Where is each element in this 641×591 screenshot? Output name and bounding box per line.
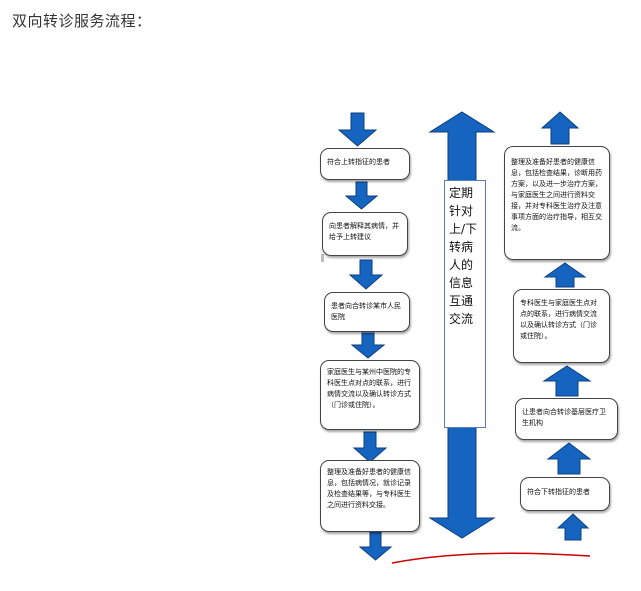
left-step-1: 符合上转指征的患者 [320,148,410,180]
down-arrow-5 [352,431,388,463]
down-arrow-6 [358,531,393,561]
page-title: 双向转诊服务流程： [12,12,152,30]
down-arrow-4 [350,332,386,359]
down-arrow-2 [344,181,379,210]
right-step-2: 专科医生与家庭医生点对点的联系，进行病情交流以及确认转诊方式（门诊或住院）。 [513,289,610,363]
down-arrow-3 [348,259,384,290]
up-arrow-3 [542,365,592,397]
left-step-4: 家庭医生与某州中医院的专科医生点对点的联系，进行病情交流以及确认转诊方式（门诊或… [320,360,420,430]
left-step-3: 患者向合转诊某市人民医院 [324,292,410,332]
up-arrow-5 [556,513,590,541]
up-arrow-2 [543,262,587,288]
left-step-2: 向患者解释其病情，并给予上转建议 [322,212,408,256]
left-step-5: 整理及准备好患者的健康信息，包括病情况，就诊记录及检查结果等，与专科医生之间进行… [320,460,420,532]
right-step-3: 让患者向合转诊基层医疗卫生机构 [515,398,618,440]
red-curve [391,552,591,564]
down-arrow-1 [337,112,378,147]
right-step-1: 整理及准备好患者的健康信息，包括检查结果，诊断用药方案，以及进一步治疗方案，与家… [504,146,610,260]
right-step-4: 符合下转指征的患者 [520,477,610,511]
middle-note: 定期针对上/下转病人的信息互通交流 [444,180,486,428]
up-arrow-1 [540,111,580,145]
up-arrow-4 [546,442,592,475]
